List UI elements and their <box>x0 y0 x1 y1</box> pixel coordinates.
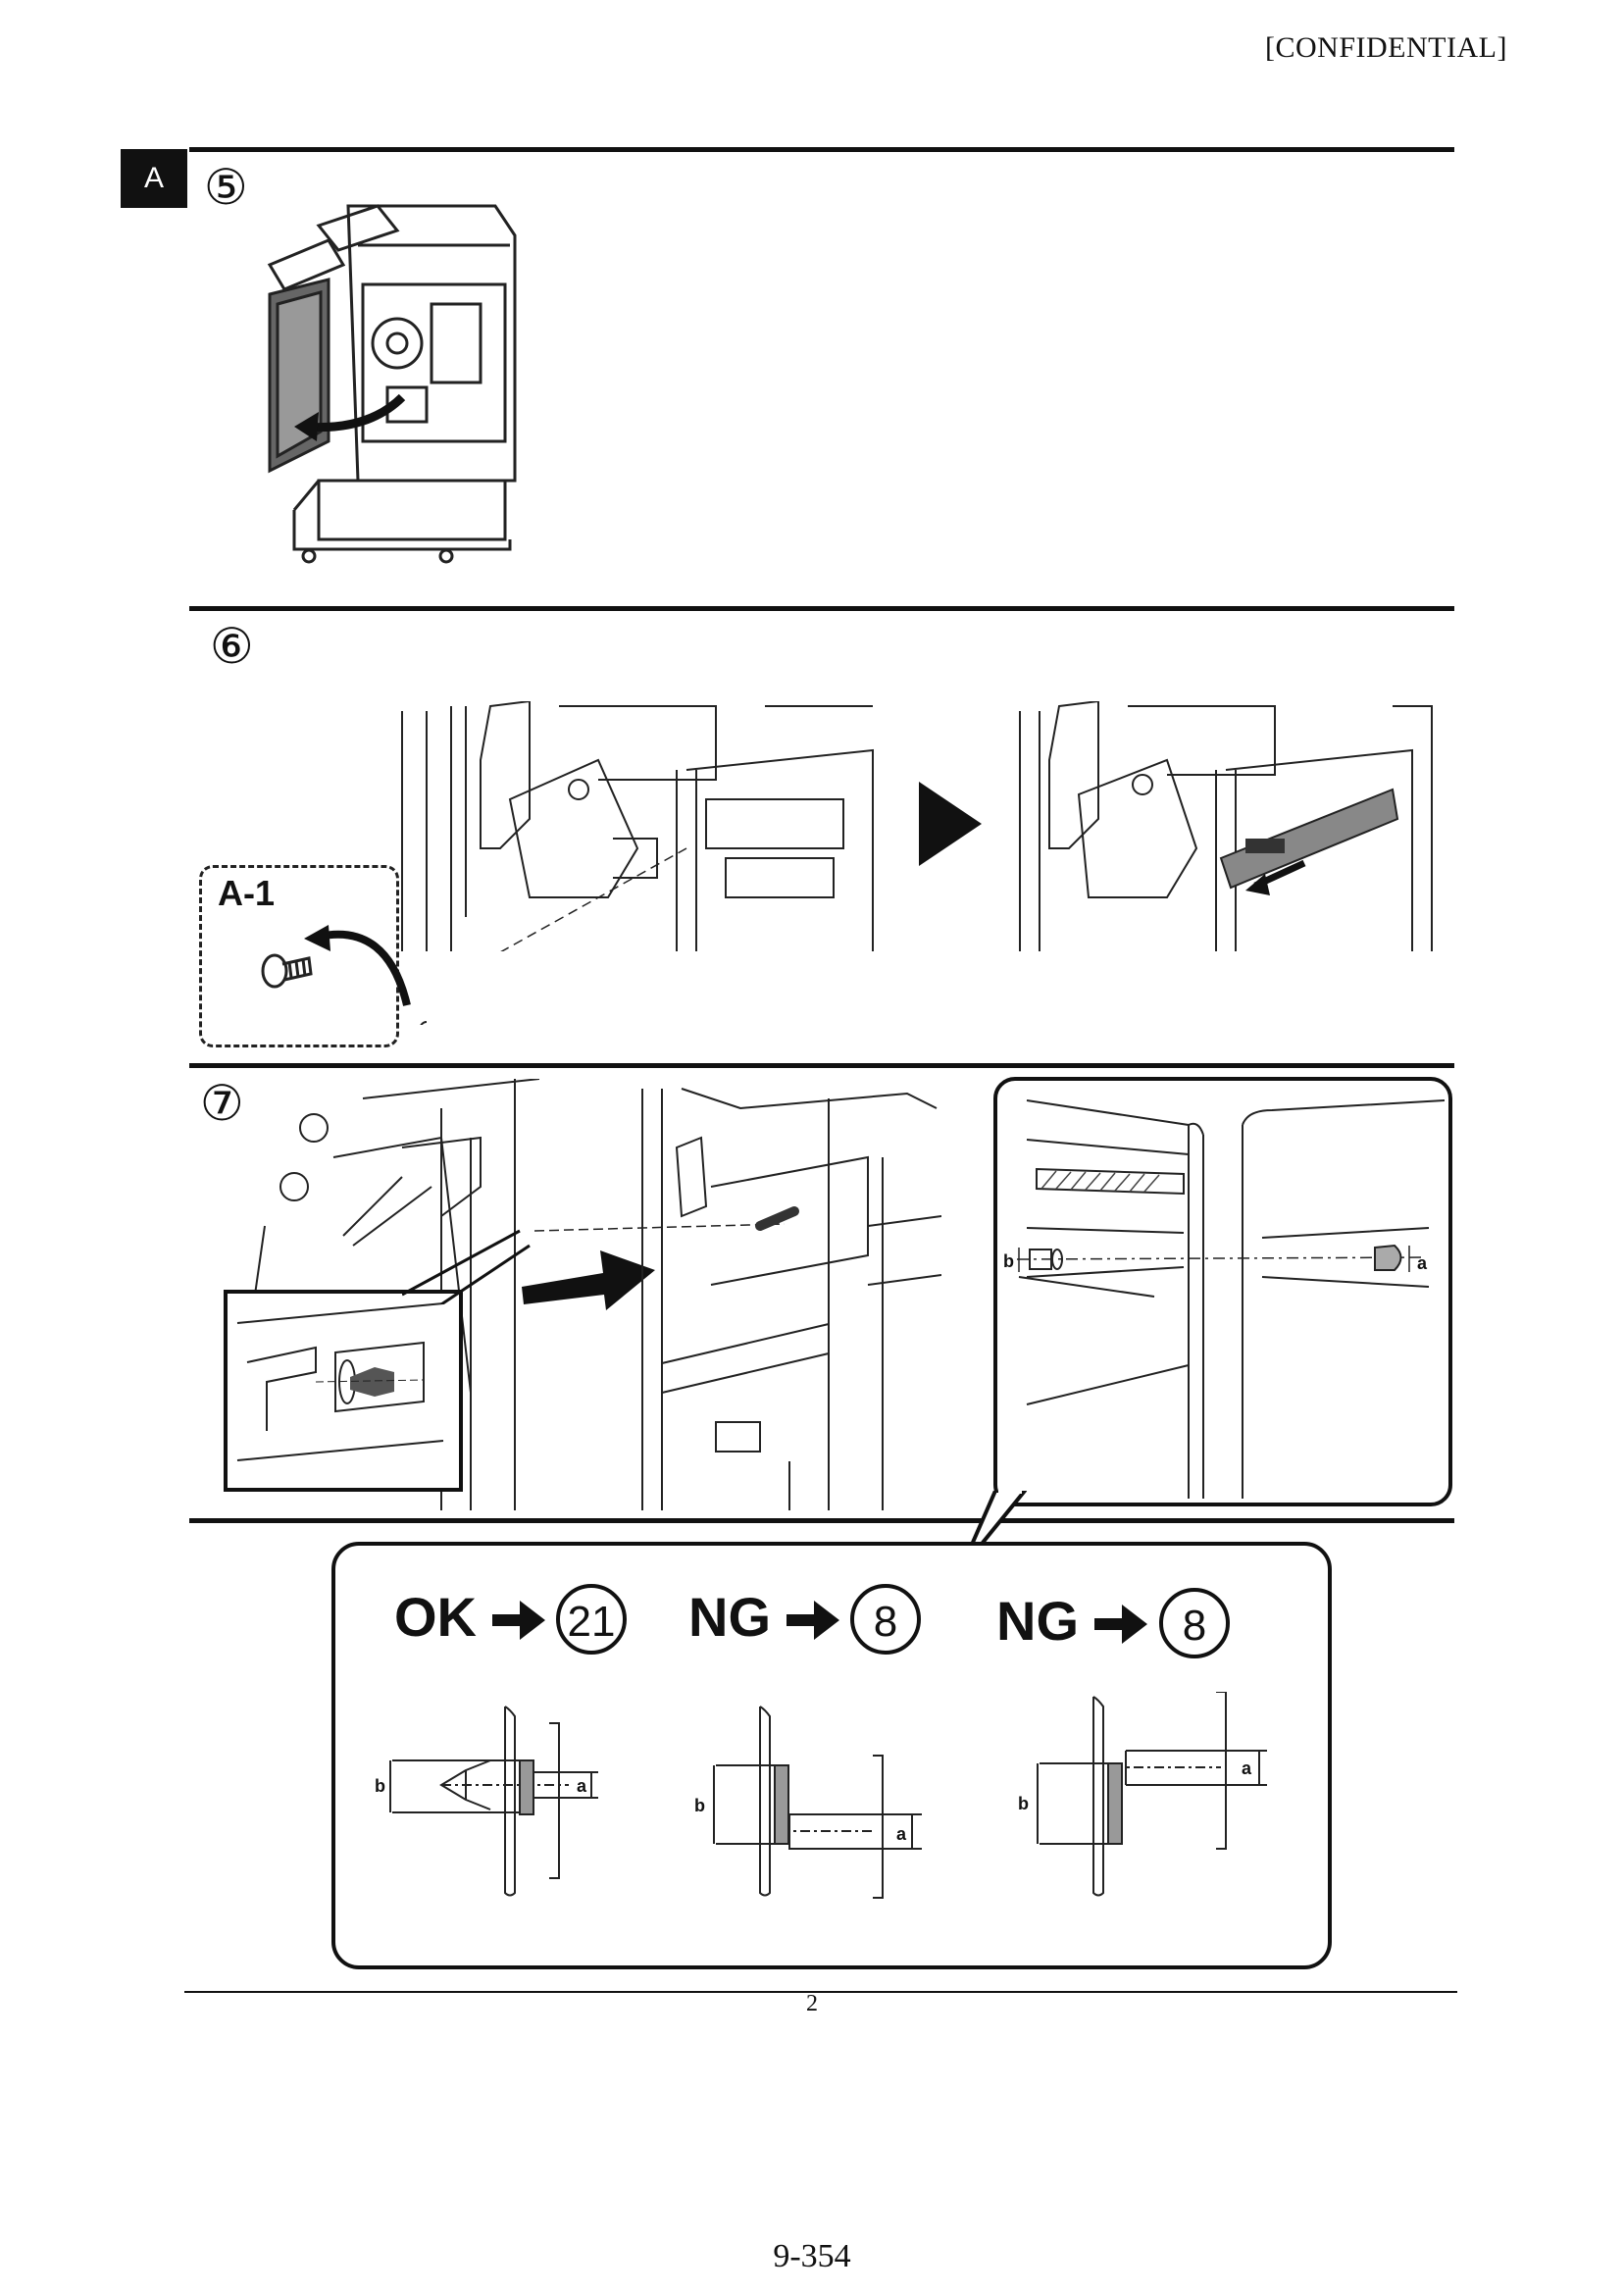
alignment-check-view <box>993 1077 1452 1506</box>
ng-high-alignment-diagram: b a <box>1018 1692 1267 1897</box>
section-rule <box>189 1518 1454 1523</box>
result-headers: OK 21 NG 8 NG 8 <box>394 1584 1230 1658</box>
ng-target-step-2: 8 <box>1183 1602 1206 1650</box>
detail-label: A-1 <box>218 873 276 913</box>
section-rule <box>189 147 1454 152</box>
ok-target-step: 21 <box>568 1598 616 1646</box>
results-box <box>331 1542 1332 1969</box>
pointer-lines <box>402 1223 786 1304</box>
ng-label-1: NG <box>688 1586 771 1648</box>
ng-arrow-icon <box>787 1601 839 1640</box>
ok-arrow-icon <box>492 1601 545 1640</box>
ng-step-circle <box>850 1584 921 1655</box>
ok-label: OK <box>394 1586 477 1648</box>
ng-arrow-icon <box>1094 1605 1147 1644</box>
section-rule <box>189 1063 1454 1068</box>
dim-label-b: b <box>1003 1251 1014 1271</box>
machine-front-door-illustration <box>267 204 517 564</box>
dim-label-b: b <box>1018 1794 1029 1813</box>
ok-alignment-diagram: b a <box>375 1706 598 1897</box>
ng-label-2: NG <box>996 1590 1079 1652</box>
ng-target-step-1: 8 <box>874 1598 897 1646</box>
pin-detail-drawing <box>236 1302 444 1461</box>
ng-step-circle <box>1159 1588 1230 1658</box>
step-number-5: ⑤ <box>204 159 248 216</box>
dim-label-a: a <box>577 1776 587 1796</box>
screw-removal-illustration <box>401 701 874 951</box>
page-number: 2 <box>806 1991 818 2016</box>
step-number-6: ⑥ <box>210 618 254 675</box>
dim-label-a: a <box>1417 1253 1428 1273</box>
alignment-pin-illustration <box>254 1079 539 1510</box>
dim-label-b: b <box>694 1796 705 1815</box>
right-arrow-icon <box>522 1250 655 1310</box>
section-marker: A <box>121 149 187 208</box>
frame-hole-illustration <box>641 1088 941 1510</box>
confidential-label: [CONFIDENTIAL] <box>1265 31 1507 64</box>
dim-label-a: a <box>1242 1759 1252 1778</box>
dim-label-a: a <box>896 1824 907 1844</box>
ng-low-alignment-diagram: b a <box>694 1706 922 1899</box>
bracket-pull-illustration <box>1019 701 1433 951</box>
document-page-number: 9-354 <box>773 2238 851 2274</box>
next-arrow-icon <box>919 782 982 866</box>
screw-icon <box>261 925 427 1025</box>
step-number-7: ⑦ <box>200 1075 244 1132</box>
section-rule <box>189 606 1454 611</box>
footer-rule <box>184 1991 1457 1993</box>
alignment-check-drawing: b a <box>1003 1099 1445 1499</box>
ok-step-circle <box>556 1584 627 1655</box>
detail-box-a1 <box>199 865 399 1047</box>
dim-label-b: b <box>375 1776 385 1796</box>
